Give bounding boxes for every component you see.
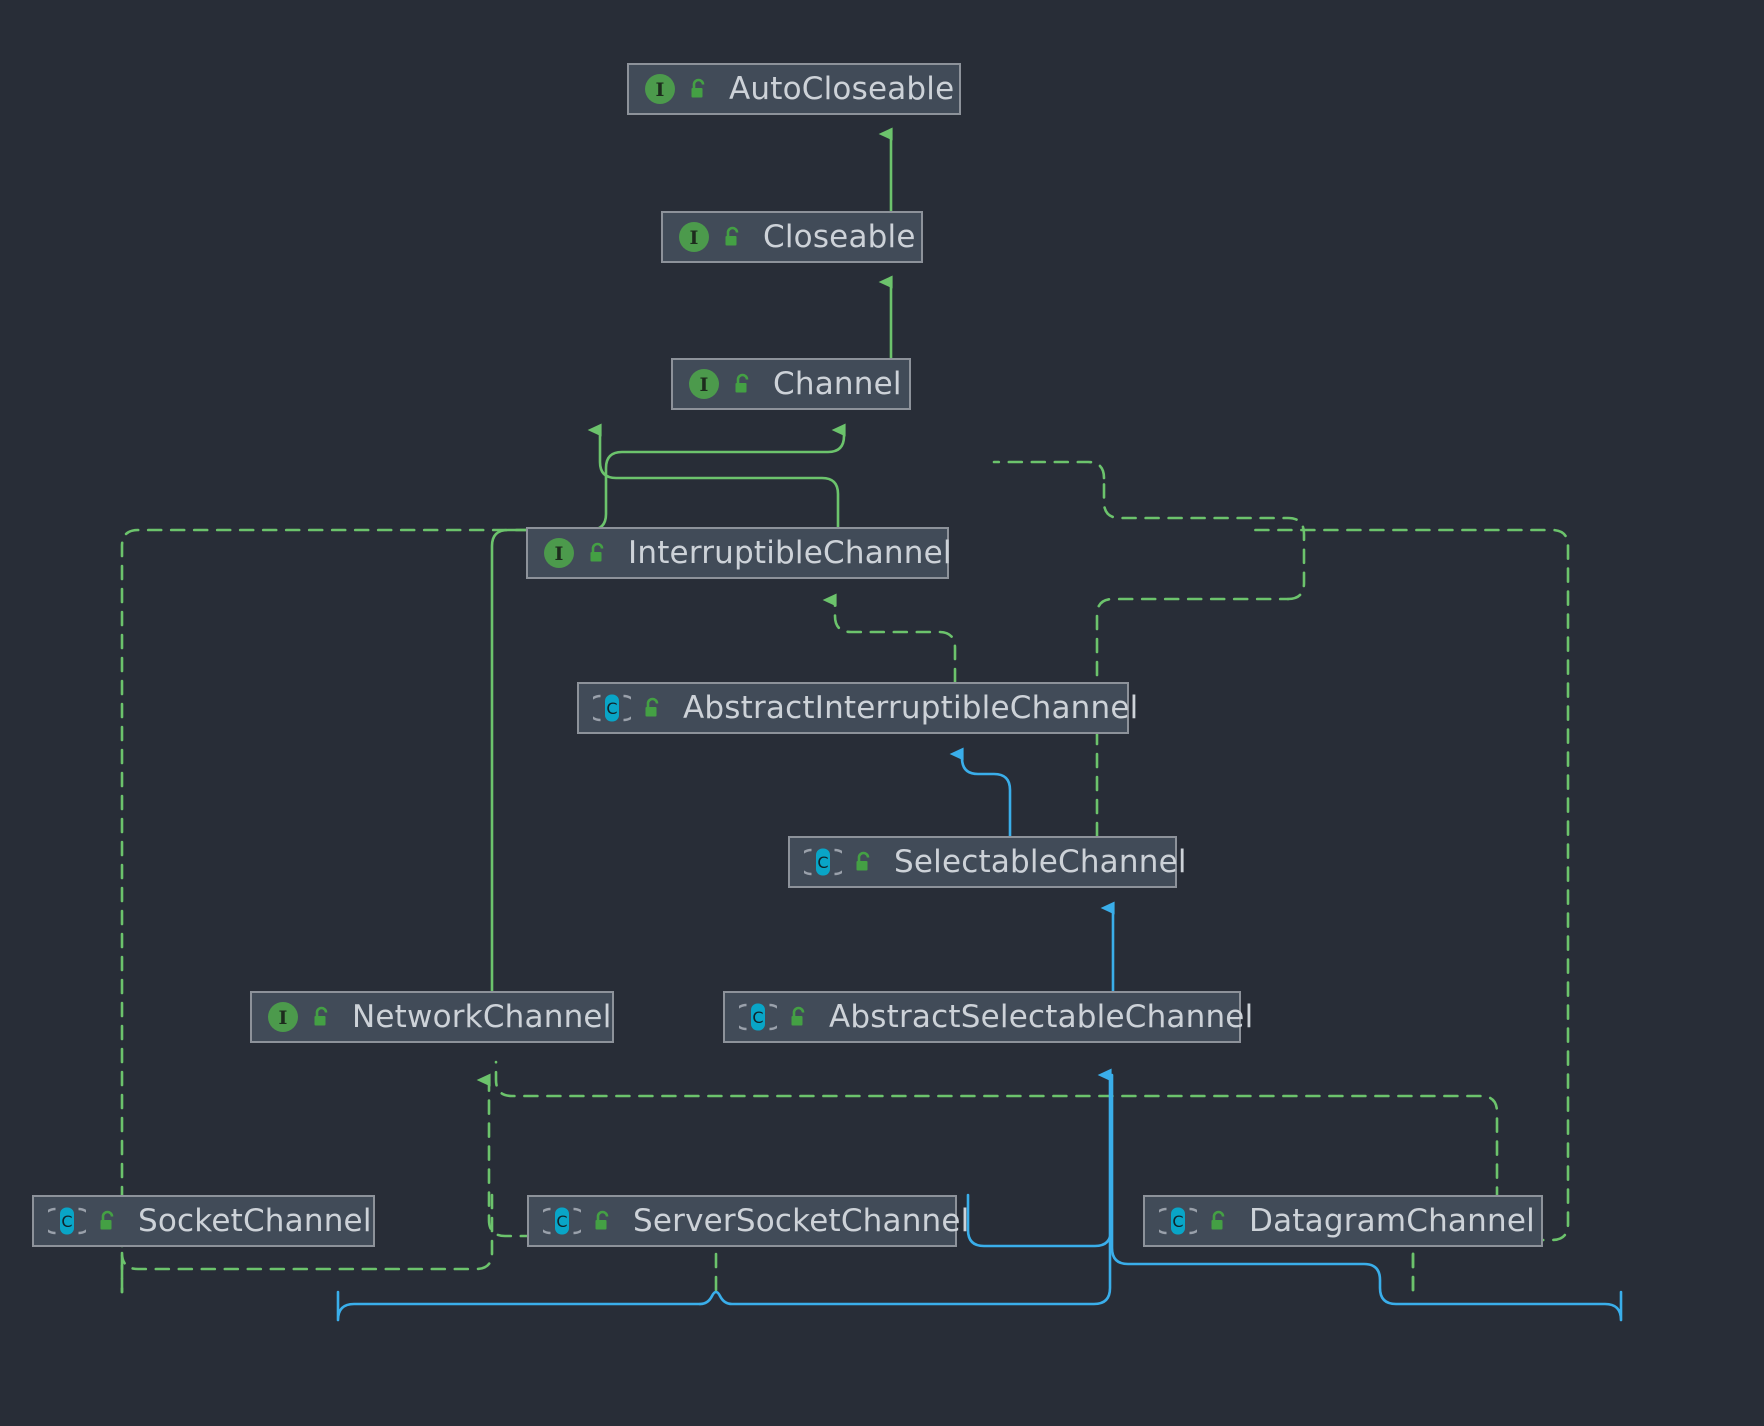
node-label: AbstractInterruptibleChannel [683,689,1139,726]
interface-icon: I [266,1000,300,1034]
svg-text:I: I [690,227,699,249]
node-label: NetworkChannel [352,998,612,1035]
svg-text:I: I [279,1007,288,1029]
svg-text:C: C [556,1212,567,1231]
svg-text:C: C [817,853,828,872]
public-unlocked-icon [589,1208,615,1234]
public-unlocked-icon [719,224,745,250]
node-label: SocketChannel [138,1202,372,1239]
edge-serversocket-nc [476,1073,718,1292]
node-channel[interactable]: I Channel [671,358,911,410]
edge-socket-asc [336,1290,702,1322]
svg-text:C: C [752,1008,763,1027]
public-unlocked-icon [685,76,711,102]
public-unlocked-icon [850,849,876,875]
edge-socket-asc-hop [698,1068,1112,1306]
node-abstractinterruptiblechannel[interactable]: C AbstractInterruptibleChannel [577,682,1138,734]
node-closeable[interactable]: I Closeable [661,211,923,263]
svg-text:I: I [700,374,709,396]
abstract-class-icon: C [739,1000,777,1034]
abstract-class-icon: C [543,1204,581,1238]
node-selectablechannel[interactable]: C SelectableChannel [788,836,1186,888]
abstract-class-icon: C [593,691,631,725]
node-serversocketchannel[interactable]: C ServerSocketChannel [527,1195,969,1247]
svg-text:C: C [606,699,617,718]
edge-datagram-nc-route [494,1060,1499,1292]
abstract-class-icon: C [48,1204,86,1238]
node-autocloseable[interactable]: I AutoCloseable [627,63,961,115]
interface-icon: I [687,367,721,401]
node-datagramchannel[interactable]: C DatagramChannel [1143,1195,1543,1247]
public-unlocked-icon [729,371,755,397]
svg-text:I: I [555,543,564,565]
edge-selectablechannel-absinterruptible [949,747,1012,838]
svg-text:C: C [1172,1212,1183,1231]
edge-socketchannel-networkchannel-up [122,530,472,1292]
edge-absinterruptible-interruptible [822,593,957,684]
public-unlocked-icon [94,1208,120,1234]
node-label: InterruptibleChannel [628,534,952,571]
node-abstractselectablechannel[interactable]: C AbstractSelectableChannel [723,991,1253,1043]
edge-datagram-outer-frame [1251,528,1570,1292]
edge-networkchannel-channel [490,528,592,993]
public-unlocked-icon [639,695,665,721]
node-label: ServerSocketChannel [633,1202,970,1239]
public-unlocked-icon [584,540,610,566]
abstract-class-icon: C [804,845,842,879]
edge-socketchannel-left-riser [128,530,144,1292]
edge-selectablechannel-channel-head [992,460,1106,480]
node-socketchannel[interactable]: C SocketChannel [32,1195,375,1247]
public-unlocked-icon [785,1004,811,1030]
edge-serversocket-asc [966,1073,1113,1248]
svg-text:C: C [61,1212,72,1231]
abstract-class-icon: C [1159,1204,1197,1238]
node-networkchannel[interactable]: I NetworkChannel [250,991,614,1043]
node-interruptiblechannel[interactable]: I InterruptibleChannel [526,527,952,579]
public-unlocked-icon [308,1004,334,1030]
node-label: SelectableChannel [894,843,1187,880]
edge-datagram-asc-route [1384,1288,1621,1320]
edge-socketchannel-outer-frame [120,528,602,1294]
node-label: Closeable [763,218,916,255]
interface-icon: I [643,72,677,106]
edge-selectablechannel-channel-b [1102,476,1306,601]
public-unlocked-icon [1205,1208,1231,1234]
edge-interruptiblechannel-channel [587,423,840,529]
node-label: AbstractSelectableChannel [829,998,1254,1035]
interface-icon: I [542,536,576,570]
node-label: Channel [773,365,902,402]
node-label: AutoCloseable [729,70,955,107]
svg-text:I: I [656,79,665,101]
node-label: DatagramChannel [1249,1202,1535,1239]
edge-networkchannel-channel-head [588,423,846,532]
interface-icon: I [677,220,711,254]
